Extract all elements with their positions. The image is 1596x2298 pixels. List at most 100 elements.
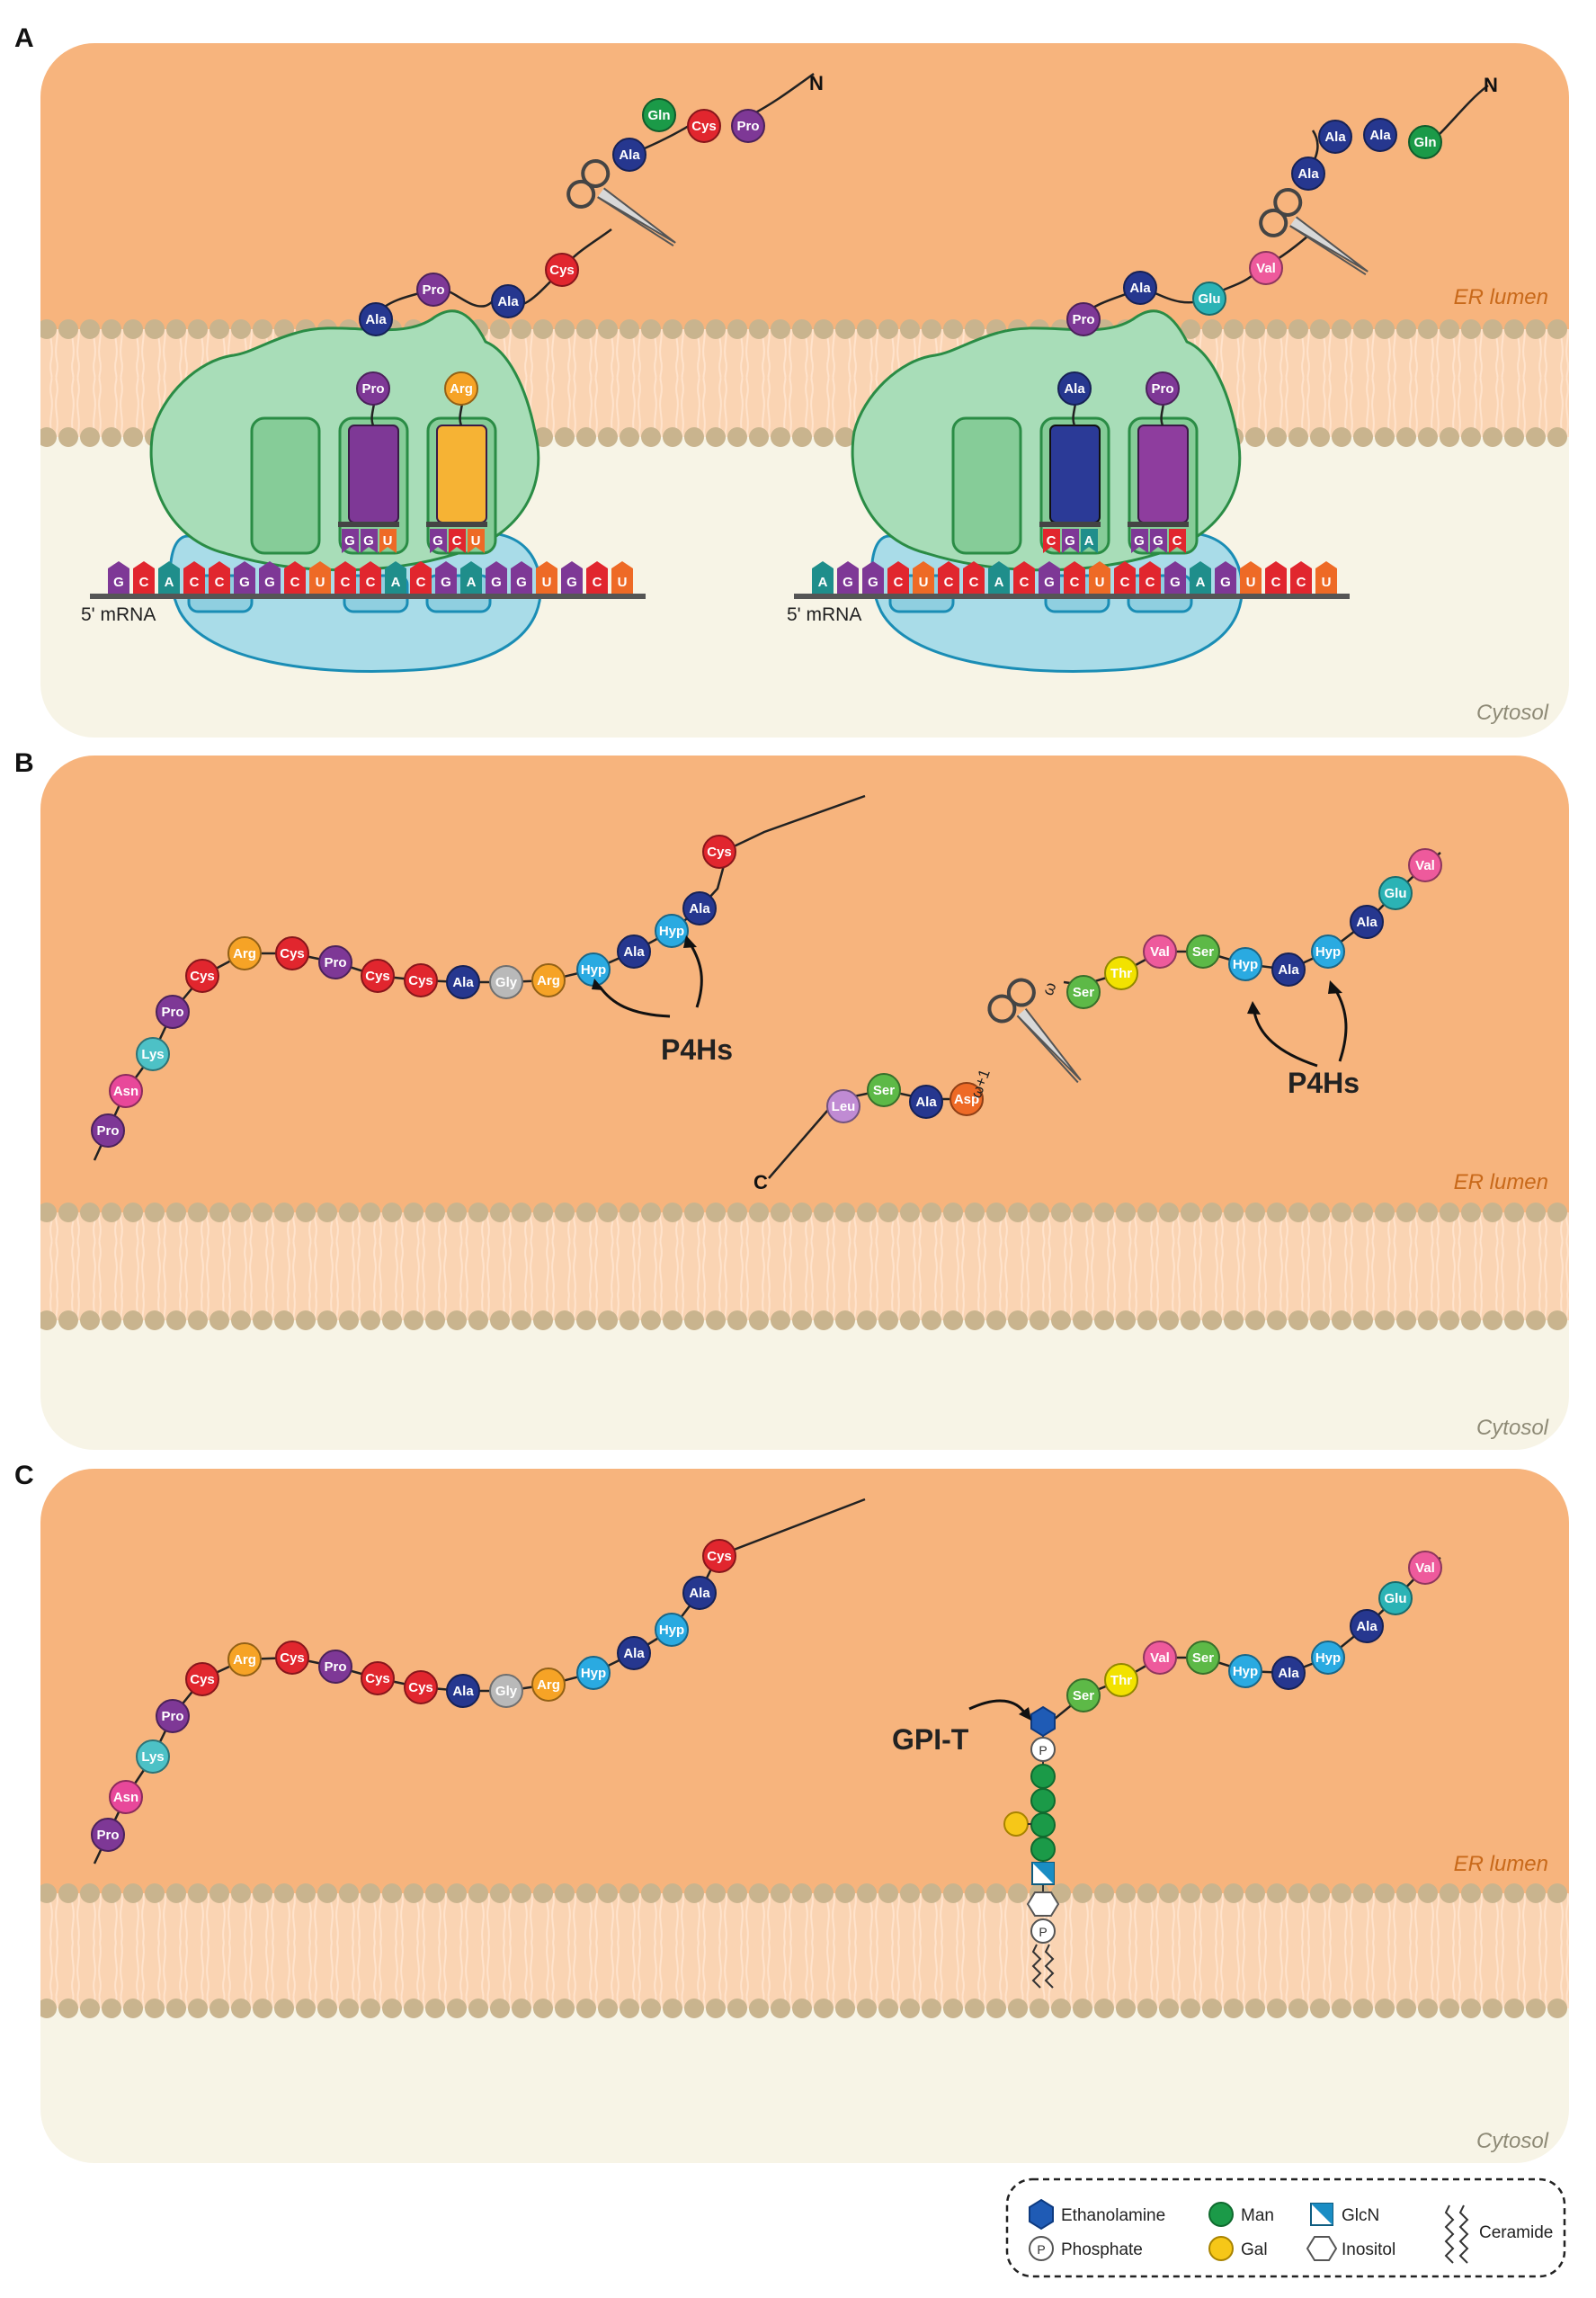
- lipid-head: [1483, 1883, 1502, 1903]
- lipid-head: [1116, 1203, 1136, 1222]
- lipid-head: [684, 1310, 704, 1330]
- lipid-head: [339, 1883, 359, 1903]
- anticodon-g: [361, 529, 378, 553]
- lipid-head: [145, 319, 165, 339]
- residue-label: Val: [1150, 944, 1170, 960]
- residue-label: Ser: [1073, 985, 1094, 1000]
- lipid-head: [1245, 427, 1265, 447]
- gpi-t-label: GPI-T: [892, 1723, 969, 1756]
- svg-text:P: P: [1039, 1925, 1047, 1939]
- inositol-icon: [1306, 2236, 1338, 2261]
- lipid-head: [641, 319, 661, 339]
- lipid-head: [1245, 1883, 1265, 1903]
- lipid-head: [1418, 1883, 1438, 1903]
- nucleotide-label: G: [264, 575, 275, 590]
- lipid-head: [512, 1310, 531, 1330]
- lipid-head: [1137, 1203, 1157, 1222]
- lipid-head: [1504, 1883, 1524, 1903]
- lipid-head: [706, 427, 726, 447]
- residue-asp: [950, 1082, 984, 1116]
- phosphate-icon: [1030, 1737, 1056, 1762]
- lipid-head: [404, 1998, 424, 2018]
- lipid-head: [339, 1310, 359, 1330]
- lipid-head: [1051, 1883, 1071, 1903]
- nucleotide-g: [1039, 561, 1060, 594]
- panel-c-membrane-heads: [40, 1883, 1567, 2018]
- lipid-head: [1375, 427, 1395, 447]
- nucleotide-label: C: [593, 575, 602, 590]
- lipid-head: [512, 1883, 531, 1903]
- lipid-head: [533, 319, 553, 339]
- nucleotide-label: G: [868, 575, 878, 590]
- lipid-head: [1310, 1883, 1330, 1903]
- lipid-head: [814, 1310, 834, 1330]
- nucleotide-u: [309, 561, 331, 594]
- anticodon-g: [430, 529, 447, 553]
- residue-label: Ser: [1192, 1650, 1214, 1666]
- lipid-head: [296, 1883, 316, 1903]
- lipid-head: [1073, 1203, 1092, 1222]
- residue-asn: [109, 1074, 143, 1108]
- lipid-head: [1526, 1310, 1546, 1330]
- lipid-head: [1288, 1998, 1308, 2018]
- lipid-head: [123, 1310, 143, 1330]
- panel-b-lumen: [40, 756, 1569, 1212]
- residue-label: Cys: [365, 969, 390, 984]
- mrna-label-1: 5' mRNA: [81, 604, 156, 625]
- lipid-head: [1094, 1998, 1114, 2018]
- lipid-head: [684, 1203, 704, 1222]
- lipid-head: [512, 319, 531, 339]
- legend-phosphate: Phosphate: [1061, 2240, 1143, 2259]
- lipid-head: [576, 1203, 596, 1222]
- residue-label: Pro: [161, 1005, 183, 1020]
- lipid-head: [620, 1883, 639, 1903]
- lipid-head: [1440, 1203, 1459, 1222]
- trna-base: [426, 522, 487, 527]
- lipid-head: [555, 319, 575, 339]
- nucleotide-label: C: [1146, 575, 1155, 590]
- lipid-head: [598, 319, 618, 339]
- nucleotide-label: C: [416, 575, 426, 590]
- lipid-head: [1440, 1998, 1459, 2018]
- lipid-head: [1288, 1203, 1308, 1222]
- nucleotide-c: [963, 561, 985, 594]
- lipid-head: [1353, 1310, 1373, 1330]
- lipid-head: [1030, 1998, 1049, 2018]
- lipid-head: [40, 1998, 57, 2018]
- residue-pro: [731, 109, 765, 143]
- lipid-head: [727, 1203, 747, 1222]
- lipid-head: [771, 1883, 790, 1903]
- lipid-head: [1353, 319, 1373, 339]
- lipid-head: [253, 1310, 272, 1330]
- residue-hyp: [1228, 1654, 1262, 1688]
- lipid-head: [555, 1998, 575, 2018]
- lipid-head: [1224, 1310, 1244, 1330]
- residue-thr: [1104, 956, 1138, 990]
- nucleotide-a: [988, 561, 1010, 594]
- residue-pro: [91, 1113, 125, 1148]
- lipid-head: [1008, 1883, 1028, 1903]
- residue-label: Hyp: [581, 1666, 606, 1681]
- residue-label: Pro: [736, 119, 759, 134]
- lipid-head: [1159, 1998, 1179, 2018]
- man-icon: [1030, 1812, 1056, 1838]
- nucleotide-label: A: [1196, 575, 1206, 590]
- p4h-arrow-1: [598, 986, 671, 1018]
- residue-label: Pro: [96, 1123, 119, 1139]
- nucleotide-g: [561, 561, 583, 594]
- lipid-head: [188, 1883, 208, 1903]
- lipid-head: [663, 319, 682, 339]
- lipid-head: [274, 1310, 294, 1330]
- phosphate-icon: [1029, 2236, 1054, 2261]
- lipid-head: [1396, 1310, 1416, 1330]
- residue-label: Arg: [537, 973, 560, 988]
- lipid-head: [1547, 1310, 1567, 1330]
- residue-ala: [491, 284, 525, 318]
- lipid-head: [792, 319, 812, 339]
- nucleotide-label: C: [1070, 575, 1080, 590]
- lipid-head: [792, 1883, 812, 1903]
- lipid-head: [1396, 1203, 1416, 1222]
- residue-label: Cys: [549, 263, 575, 278]
